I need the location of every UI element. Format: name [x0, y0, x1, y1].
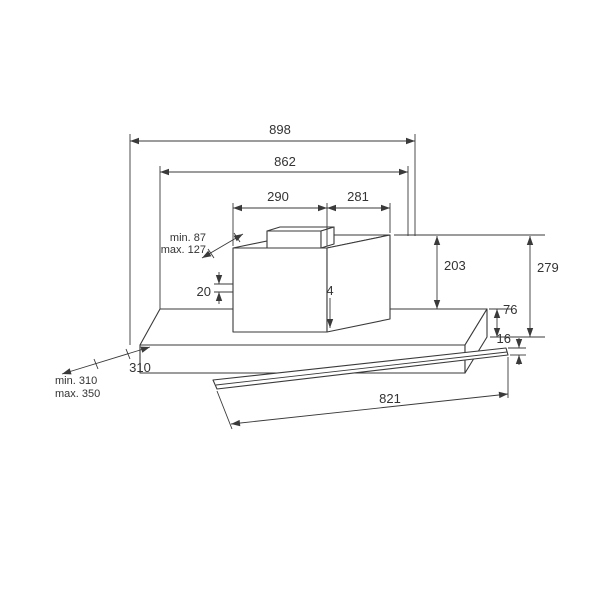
dim-label-duct-max: max. 127 [161, 244, 206, 256]
dim-label-862: 862 [274, 154, 296, 169]
range-tick [93, 358, 99, 370]
dim-chimney-width: 290 [232, 189, 328, 246]
chimney [232, 234, 391, 333]
dim-visor-width: 821 [216, 357, 509, 430]
dim-label-279: 279 [537, 260, 559, 275]
range-arrow [201, 233, 244, 259]
dim-total-height: 279 [490, 236, 559, 338]
extension-line [216, 390, 233, 430]
dim-label-898: 898 [269, 122, 291, 137]
dim-label-duct-min: min. 87 [170, 232, 206, 244]
visor-panel [212, 347, 509, 390]
dim-label-281: 281 [347, 189, 369, 204]
dim-label-290: 290 [267, 189, 289, 204]
outlet-right-face [320, 226, 335, 249]
chimney-right-face [326, 234, 391, 333]
dim-label-76: 76 [503, 302, 517, 317]
dim-center-gap: 4 [326, 283, 334, 328]
chimney-front-face [232, 247, 328, 333]
dim-label-4: 4 [326, 283, 333, 298]
range-tick [233, 232, 241, 243]
outlet-front-face [266, 230, 322, 249]
dim-label-821: 821 [379, 391, 401, 406]
dim-chimney-height: 203 [394, 234, 545, 310]
dim-body-height: 76 [489, 302, 517, 337]
dim-side-offset: 20 [197, 272, 233, 304]
visor-edge-line [215, 351, 508, 386]
dim-label-20: 20 [197, 284, 211, 299]
dim-total-width: 898 [129, 122, 416, 345]
range-tick [125, 348, 131, 360]
dimension-line [230, 391, 509, 427]
dim-body-width: 862 [159, 154, 409, 309]
dim-visor-height: 16 [497, 331, 526, 365]
dim-label-16: 16 [497, 331, 511, 346]
dim-duct-range: min. 87 max. 127 [161, 232, 244, 259]
range-tick [207, 248, 215, 259]
dim-label-310: 310 [129, 360, 151, 375]
dim-chimney-depth: 281 [327, 189, 391, 233]
dim-label-depth-min: min. 310 [55, 375, 97, 387]
duct-outlet [266, 226, 335, 249]
dim-label-203: 203 [444, 258, 466, 273]
range-arrow [61, 346, 151, 375]
dim-label-depth-max: max. 350 [55, 388, 100, 400]
dim-body-depth: 310 min. 310 max. 350 [55, 346, 151, 400]
